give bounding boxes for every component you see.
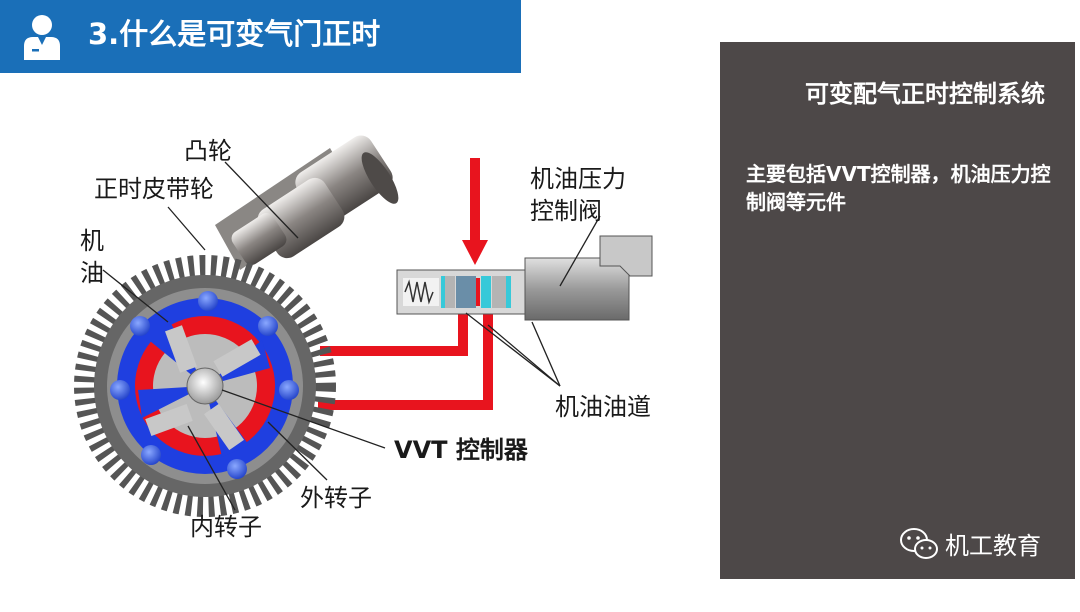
oil-pressure-arrow (462, 158, 488, 265)
vvt-illustration (74, 135, 653, 517)
label-valve-line1: 机油压力 (530, 165, 626, 193)
label-oil-channel: 机油油道 (555, 393, 651, 421)
label-valve-line2: 控制阀 (530, 197, 602, 225)
side-panel: 可变配气正时控制系统 主要包括VVT控制器，机油压力控制阀等元件 机工教育 (720, 42, 1075, 579)
timing-gear (74, 255, 336, 517)
panel-title: 可变配气正时控制系统 (805, 80, 1045, 108)
label-timing-pulley: 正时皮带轮 (94, 175, 214, 203)
page-title: 3.什么是可变气门正时 (88, 17, 381, 51)
camshaft (215, 135, 399, 270)
label-cam: 凸轮 (184, 137, 232, 165)
watermark-text: 机工教育 (945, 532, 1041, 560)
label-oil-line1: 机 (80, 227, 104, 255)
leader-lines (102, 161, 601, 511)
user-icon (24, 15, 60, 60)
label-inner-rotor: 内转子 (190, 513, 262, 541)
label-vvt-controller: VVT 控制器 (394, 436, 528, 464)
label-outer-rotor: 外转子 (300, 484, 372, 512)
wechat-icon (900, 527, 938, 559)
rotor-bolts (110, 291, 299, 479)
panel-description: 主要包括VVT控制器，机油压力控制阀等元件 (746, 162, 1051, 214)
watermark: 机工教育 (899, 526, 1041, 561)
label-oil-line2: 油 (80, 259, 104, 287)
oil-control-valve (396, 235, 653, 321)
header-bar: 3.什么是可变气门正时 (0, 0, 521, 73)
vvt-diagram: 凸轮 正时皮带轮 机 油 机油压力 控制阀 机油油道 VVT 控制器 外转子 内… (0, 100, 700, 608)
